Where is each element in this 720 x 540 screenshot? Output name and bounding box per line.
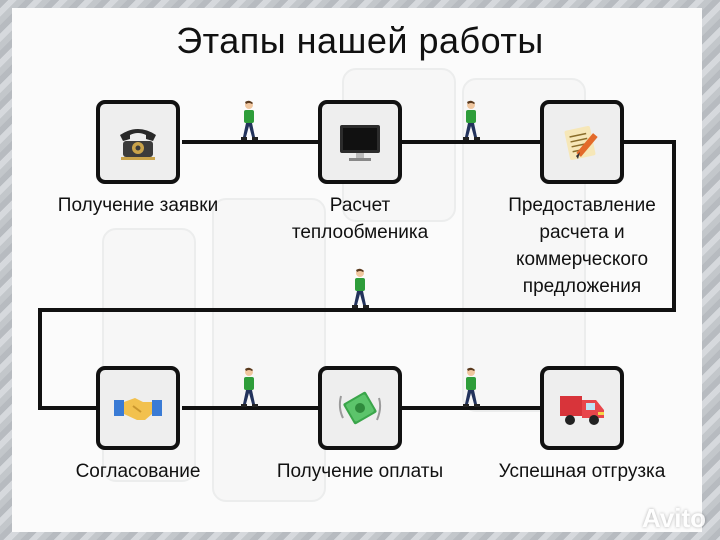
walking-person-icon <box>241 367 258 407</box>
step-box-payment <box>318 366 402 450</box>
walking-person-icon <box>352 268 369 308</box>
walking-person-icon <box>241 100 258 140</box>
walking-person-icon <box>463 100 480 140</box>
step-box-agreement <box>96 366 180 450</box>
avito-watermark: Avito <box>641 503 706 533</box>
monitor-icon <box>340 125 380 161</box>
background-plate <box>212 198 326 502</box>
telephone-icon <box>120 129 156 160</box>
step-box-shipment <box>540 366 624 450</box>
document-pencil-icon <box>564 125 598 161</box>
money-icon <box>338 391 382 425</box>
walking-person-icon <box>463 367 480 407</box>
step-box-request <box>96 100 180 184</box>
step-label-shipment: Успешная отгрузка <box>498 461 666 482</box>
step-label-payment: Получение оплаты <box>276 461 444 482</box>
step-label-proposal: Предоставление расчета и коммерческого п… <box>508 195 656 297</box>
truck-icon <box>560 396 604 425</box>
step-box-proposal <box>540 100 624 184</box>
page-title: Этапы нашей работы <box>176 20 544 61</box>
step-label-calculation: Расчет теплообменика <box>291 195 429 243</box>
step-box-calculation <box>318 100 402 184</box>
handshake-icon <box>114 398 162 420</box>
step-label-request: Получение заявки <box>57 195 219 216</box>
step-label-agreement: Согласование <box>75 461 201 482</box>
